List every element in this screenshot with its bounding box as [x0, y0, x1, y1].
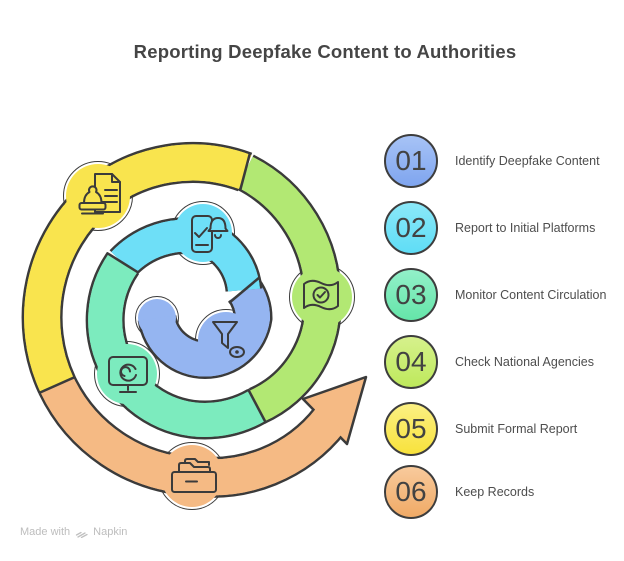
step-number: 05: [395, 413, 427, 444]
step-number-badge: 06: [384, 465, 438, 519]
spiral-segment-identify: [135, 278, 273, 380]
segment-band-overlay: [111, 219, 260, 293]
step-item-6: 06 Keep Records: [384, 465, 534, 519]
segment-band-overlay: [88, 253, 266, 438]
spiral-segment-national-agencies: [235, 154, 355, 424]
folder-records-icon: [171, 458, 217, 493]
step-label: Identify Deepfake Content: [455, 154, 600, 168]
monitor-refresh-icon: [108, 356, 148, 393]
napkin-logo-icon: [75, 531, 88, 538]
step-label: Monitor Content Circulation: [455, 288, 607, 302]
step-label: Report to Initial Platforms: [455, 221, 596, 235]
spiral-segment-keep-records: [38, 375, 368, 510]
flag-check-icon: [303, 279, 339, 311]
watermark-prefix: Made with: [20, 526, 71, 538]
step-number: 01: [395, 145, 427, 176]
step-item-2: 02 Report to Initial Platforms: [384, 201, 595, 255]
spiral-segment-monitor-circulation: [85, 251, 267, 440]
watermark-brand: Napkin: [93, 526, 128, 538]
step-item-4: 04 Check National Agencies: [384, 335, 594, 389]
step-label: Check National Agencies: [455, 355, 594, 369]
step-item-5: 05 Submit Formal Report: [384, 402, 577, 456]
spiral-segment-formal-report: [21, 142, 253, 394]
step-number: 04: [395, 346, 427, 377]
page-title: Reporting Deepfake Content to Authoritie…: [133, 41, 517, 62]
step-number-badge: 04: [384, 335, 438, 389]
step-item-1: 01 Identify Deepfake Content: [384, 134, 600, 188]
segment-band-overlay: [236, 156, 340, 422]
icon-bubble-outline: [63, 161, 133, 231]
funnel-eye-icon: [212, 321, 245, 358]
step-number: 03: [395, 279, 427, 310]
phone-notification-icon: [191, 215, 229, 253]
step-label: Submit Formal Report: [455, 422, 578, 436]
step-number-badge: 02: [384, 201, 438, 255]
step-number-badge: 01: [384, 134, 438, 188]
segment-band-overlay: [140, 280, 271, 377]
watermark: Made with Napkin: [20, 526, 127, 538]
spiral-segment-report-platforms: [109, 201, 263, 293]
document-stamp-icon: [78, 173, 121, 215]
step-number: 02: [395, 212, 427, 243]
step-number-badge: 05: [384, 402, 438, 456]
step-number: 06: [395, 476, 427, 507]
segment-dividers: [38, 152, 268, 424]
step-item-3: 03 Monitor Content Circulation: [384, 268, 606, 322]
step-number-badge: 03: [384, 268, 438, 322]
step-label: Keep Records: [455, 485, 535, 499]
